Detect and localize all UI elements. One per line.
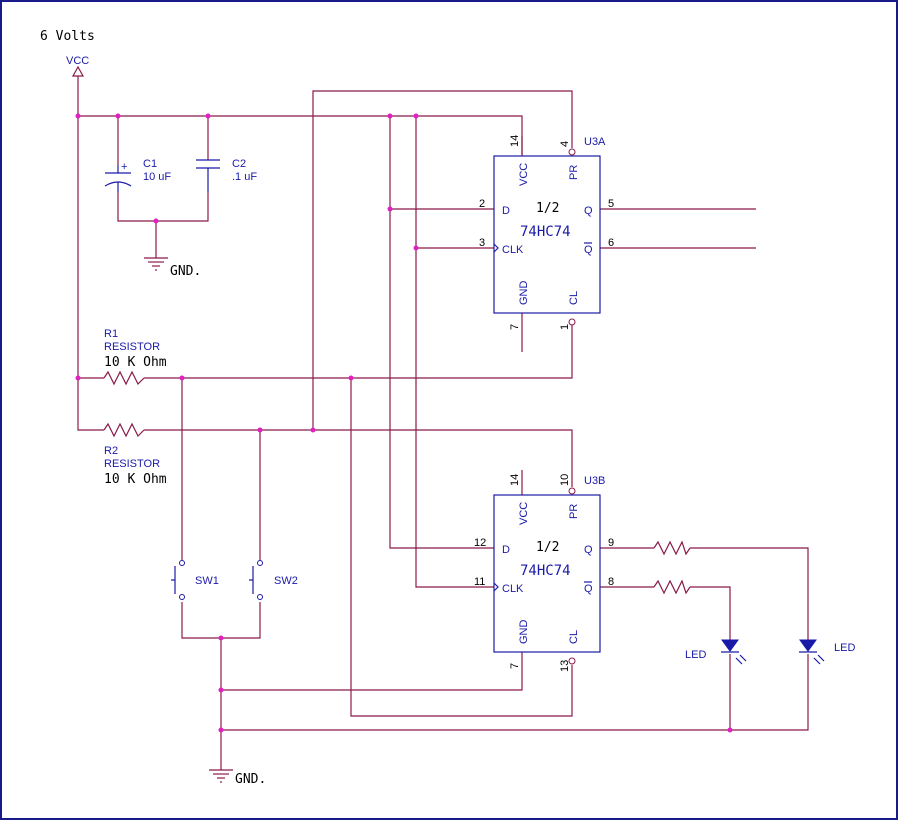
switch-sw1: SW1 — [171, 560, 219, 602]
u3b-pin-pr: PR — [568, 504, 580, 519]
capacitor-c1: + C1 10 uF — [104, 158, 171, 192]
u3b-num-qbar: 8 — [608, 576, 614, 588]
led-right: LED — [799, 639, 855, 665]
resistor-q-output — [653, 540, 691, 556]
r1-type: RESISTOR — [104, 341, 160, 353]
resistor-r1: R1 RESISTOR 10 K Ohm — [103, 328, 167, 386]
ground-bottom-icon — [209, 769, 233, 783]
u3b-pin-q: Q — [584, 544, 593, 556]
ic-u3a: U3A 1/2 74HC74 D CLK Q Q VCC PR GND CL 1… — [479, 135, 614, 330]
junctions — [75, 113, 733, 733]
u3b-pin-vcc: VCC — [518, 502, 530, 525]
u3b-num-d: 12 — [474, 537, 486, 549]
resistor-qbar-output — [653, 579, 691, 595]
sw1-label: SW1 — [195, 575, 219, 587]
u3b-num-q: 9 — [608, 537, 614, 549]
u3a-num-vcc: 14 — [509, 135, 521, 147]
gnd-bottom-label: GND. — [235, 772, 266, 787]
c2-ref: C2 — [232, 158, 246, 170]
u3a-pin-clk: CLK — [502, 244, 524, 256]
u3b-pin-clk: CLK — [502, 583, 524, 595]
r1-value: 10 K Ohm — [104, 355, 167, 370]
u3b-num-gnd: 7 — [509, 663, 521, 669]
u3b-part: 74HC74 — [520, 563, 571, 579]
u3a-half: 1/2 — [536, 201, 559, 216]
resistor-r2: R2 RESISTOR 10 K Ohm — [103, 422, 167, 487]
r2-value-type: RESISTOR — [104, 458, 160, 470]
c1-value: 10 uF — [143, 171, 171, 183]
u3b-num-clk: 11 — [474, 576, 485, 588]
r2-value: 10 K Ohm — [104, 472, 167, 487]
u3a-pin-gnd: GND — [518, 281, 530, 306]
u3b-num-pr: 10 — [559, 474, 571, 486]
u3b-num-cl: 13 — [559, 660, 571, 672]
u3b-num-vcc: 14 — [509, 474, 521, 486]
u3b-pin-gnd: GND — [518, 620, 530, 645]
u3a-pin-qbar: Q — [584, 244, 593, 256]
u3b-ref: U3B — [584, 475, 605, 487]
led-left-label: LED — [685, 649, 706, 661]
u3a-num-qbar: 6 — [608, 237, 614, 249]
supply-label: 6 Volts — [40, 29, 95, 44]
u3a-pin-vcc: VCC — [518, 163, 530, 186]
c1-polarity: + — [121, 161, 127, 173]
wires — [77, 76, 809, 770]
u3a-num-clk: 3 — [479, 237, 485, 249]
u3a-num-pr: 4 — [559, 141, 571, 147]
sw2-label: SW2 — [274, 575, 298, 587]
led-right-label: LED — [834, 642, 855, 654]
u3a-pin-pr: PR — [568, 165, 580, 180]
u3b-pin-d: D — [502, 544, 510, 556]
u3a-pin-cl: CL — [568, 291, 580, 305]
u3a-num-cl: 1 — [559, 324, 571, 330]
switch-sw2: SW2 — [249, 560, 298, 602]
u3a-ref: U3A — [584, 136, 606, 148]
u3b-pin-qbar: Q — [584, 583, 593, 595]
r2-ref: R2 — [104, 445, 118, 457]
capacitor-c2: C2 .1 uF — [196, 158, 257, 192]
ic-u3b: U3B 1/2 74HC74 D CLK Q Q VCC PR GND CL 1… — [474, 474, 614, 672]
u3b-half: 1/2 — [536, 540, 559, 555]
c2-value: .1 uF — [232, 171, 257, 183]
u3a-pin-q: Q — [584, 205, 593, 217]
u3b-pin-cl: CL — [568, 630, 580, 644]
led-left: LED — [685, 639, 747, 665]
gnd-top-label: GND. — [170, 264, 201, 279]
r1-ref: R1 — [104, 328, 118, 340]
ground-top-icon — [144, 257, 168, 271]
c1-ref: C1 — [143, 158, 157, 170]
u3a-num-q: 5 — [608, 198, 614, 210]
u3a-pin-d: D — [502, 205, 510, 217]
u3a-num-gnd: 7 — [509, 324, 521, 330]
vcc-arrow-icon — [71, 65, 85, 77]
vcc-label: VCC — [66, 55, 89, 67]
u3a-part: 74HC74 — [520, 224, 571, 240]
u3a-num-d: 2 — [479, 198, 485, 210]
